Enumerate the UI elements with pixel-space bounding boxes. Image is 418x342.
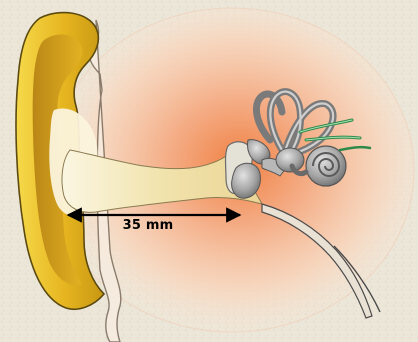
- canal-length-label: 35 mm: [118, 218, 178, 233]
- vestibule: [276, 148, 304, 172]
